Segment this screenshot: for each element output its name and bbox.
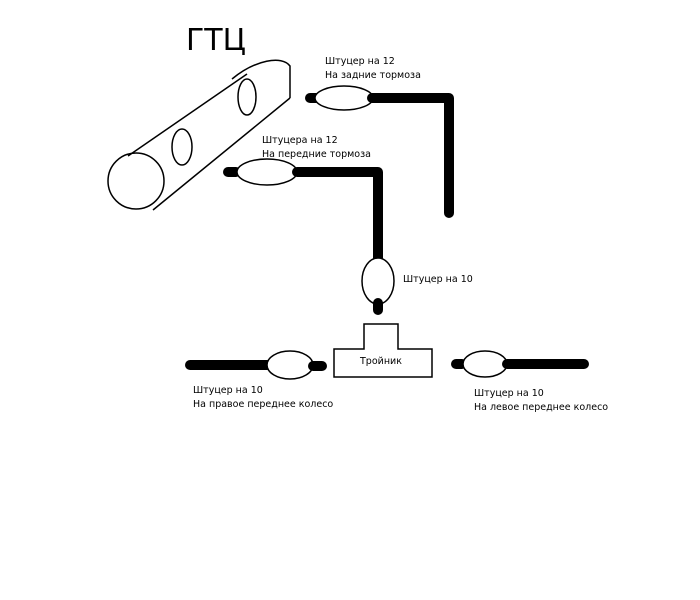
front-brake-line [223,158,383,263]
center-fitting [361,257,395,315]
left-front-fitting-label-1: Штуцер на 10 [474,388,544,399]
master-cylinder-end-circle [107,152,165,210]
master-cylinder-bottom-edge [152,97,291,211]
master-cylinder-port-2 [237,78,257,116]
rear-fitting-nut [314,85,374,111]
front-line-pipe [292,167,383,263]
rear-fitting-label-1: Штуцер на 12 [325,56,395,67]
center-fitting-nut [361,257,395,305]
left-front-fitting-label-2: На левое переднее колесо [474,402,609,413]
front-fitting-label-2: На передние тормоза [262,149,371,160]
right-front-line [185,350,327,380]
rear-brake-line [305,85,454,218]
master-cylinder-title: ГТЦ [186,23,246,58]
front-fitting-nut [236,158,298,186]
left-front-fitting-nut [462,350,508,378]
master-cylinder [107,59,291,211]
master-cylinder-top-edge [127,73,248,157]
master-cylinder-cap [231,59,291,98]
tee-body [333,323,433,378]
rear-line-pipe [367,93,454,218]
master-cylinder-port-1 [171,128,193,166]
left-front-line [451,350,589,378]
right-front-fitting-nut [266,350,314,380]
right-front-fitting-label-1: Штуцер на 10 [193,385,263,396]
front-fitting-label-1: Штуцера на 12 [262,135,338,146]
tee-label: Тройник [360,356,402,367]
center-fitting-label: Штуцер на 10 [403,274,473,285]
tee-fitting [333,323,433,378]
rear-fitting-label-2: На задние тормоза [325,70,421,81]
right-front-fitting-label-2: На правое переднее колесо [193,399,334,410]
